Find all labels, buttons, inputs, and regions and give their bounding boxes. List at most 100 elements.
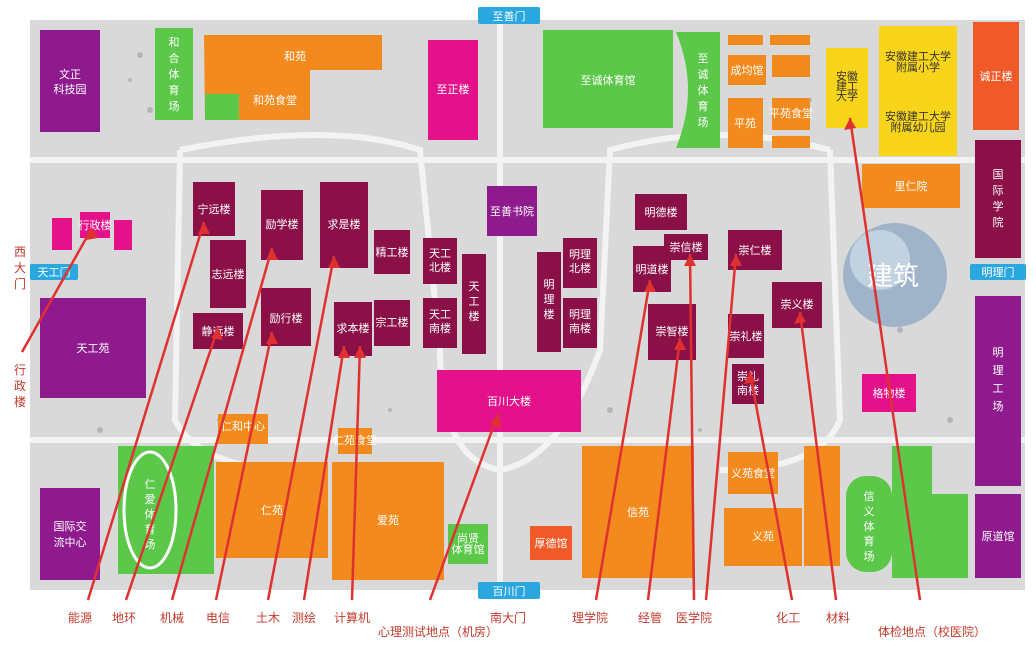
building-aiyuan[interactable] xyxy=(332,462,444,580)
block-c xyxy=(772,55,810,77)
gate-north[interactable]: 至善门 xyxy=(478,7,540,24)
building-chengjun[interactable] xyxy=(728,55,766,85)
building-renyuan-canteen[interactable] xyxy=(338,428,372,454)
label-chengzheng: 诚正楼 xyxy=(980,69,1013,83)
building-intl-college[interactable] xyxy=(975,140,1021,258)
building-chongli[interactable] xyxy=(728,314,764,358)
arrow-jisuanji xyxy=(350,345,362,601)
building-houde[interactable] xyxy=(530,526,572,560)
building-tiangong-n[interactable] xyxy=(423,238,457,284)
label-mln-1: 明理 xyxy=(569,248,591,261)
building-tiangong[interactable] xyxy=(462,254,486,354)
building-renhe-center[interactable] xyxy=(218,414,268,444)
label-renhe: 仁和中心 xyxy=(221,420,265,433)
building-xinyi-field[interactable] xyxy=(846,476,892,572)
label-zhishan-college: 至善书院 xyxy=(490,204,534,218)
label-tg-1: 天 xyxy=(469,280,480,293)
building-heyuan[interactable] xyxy=(204,35,382,120)
label-mln-2: 北楼 xyxy=(569,261,591,275)
building-qiuben[interactable] xyxy=(334,302,372,356)
building-campus-school[interactable] xyxy=(879,26,957,156)
label-zonggong: 宗工楼 xyxy=(376,315,409,329)
building-tiangong-s[interactable] xyxy=(423,298,457,348)
label-sx-1: 尚贤 xyxy=(457,531,479,545)
building-lixing[interactable] xyxy=(261,288,311,346)
label-cs-2: 附属小学 xyxy=(896,60,940,74)
bottom-label-3: 电信 xyxy=(206,611,230,625)
building-mingli-s[interactable] xyxy=(563,298,597,348)
label-wenzheng-2: 科技园 xyxy=(54,82,87,96)
building-zhicheng-field[interactable] xyxy=(676,32,720,148)
arrow-nengyuan xyxy=(86,221,206,601)
label-sx-2: 体育馆 xyxy=(452,542,485,556)
building-chongli-s[interactable] xyxy=(732,364,764,404)
building-zhishan-college[interactable] xyxy=(487,186,537,236)
label-ic-4: 院 xyxy=(993,215,1004,229)
label-ra-5: 场 xyxy=(145,537,156,551)
building-intl-exchange[interactable] xyxy=(40,488,100,580)
bottom-label-13: 材料 xyxy=(826,611,850,625)
label-wenzheng-1: 文正 xyxy=(59,67,81,81)
building-mingli[interactable] xyxy=(537,252,561,352)
label-renyuan: 仁苑 xyxy=(261,504,283,517)
building-wenzheng[interactable] xyxy=(40,30,100,132)
label-ic-1: 国 xyxy=(993,168,1004,181)
building-zonggong[interactable] xyxy=(374,300,410,346)
label-yiyuan: 义苑 xyxy=(752,530,774,543)
building-jinggong[interactable] xyxy=(374,230,410,274)
building-pingyuan[interactable] xyxy=(728,98,763,148)
track-renai xyxy=(122,450,178,570)
label-jinggong: 精工楼 xyxy=(376,245,409,259)
building-mingde[interactable] xyxy=(635,194,687,230)
label-ra-1: 仁 xyxy=(145,478,156,491)
label-xy-2: 义 xyxy=(864,505,875,518)
label-xy-4: 育 xyxy=(864,534,875,548)
building-chongxin[interactable] xyxy=(664,234,708,260)
building-yellow-small[interactable] xyxy=(826,48,868,128)
label-aiyuan: 爱苑 xyxy=(377,514,399,527)
building-xinyuan[interactable] xyxy=(582,446,694,578)
label-lixing: 励行楼 xyxy=(270,311,303,325)
gate-south-label: 百川门 xyxy=(493,584,526,598)
arrow-yixue xyxy=(688,253,696,601)
building-chengzheng[interactable] xyxy=(973,22,1019,130)
label-ys-2: 建工 xyxy=(836,79,858,93)
label-chongxin: 崇信楼 xyxy=(670,240,703,254)
building-zhicheng-gym[interactable] xyxy=(543,30,673,128)
building-qiushi[interactable] xyxy=(320,182,368,268)
building-zhiyuan[interactable] xyxy=(210,240,246,308)
building-ping-canteen[interactable] xyxy=(772,98,810,130)
building-side-b[interactable] xyxy=(114,220,132,250)
building-baichuan[interactable] xyxy=(437,370,581,432)
label-ningyuan: 宁远楼 xyxy=(198,202,231,216)
gate-south[interactable]: 百川门 xyxy=(478,582,540,599)
building-liren[interactable] xyxy=(862,164,960,208)
building-yiyuan[interactable] xyxy=(724,508,802,566)
label-tgs-2: 南楼 xyxy=(429,321,451,335)
building-yuandao[interactable] xyxy=(975,494,1021,578)
building-chongzhi[interactable] xyxy=(648,304,696,360)
label-xy-5: 场 xyxy=(864,549,875,563)
building-hehe-gym[interactable] xyxy=(155,28,193,120)
building-ningyuan[interactable] xyxy=(193,182,235,236)
label-chongli: 崇礼楼 xyxy=(730,329,763,343)
building-zhizheng[interactable] xyxy=(428,40,478,140)
label-yuandao: 原道馆 xyxy=(982,529,1015,543)
building-lixue[interactable] xyxy=(261,190,303,260)
building-tiangong-yuan[interactable] xyxy=(40,298,146,398)
gate-east[interactable]: 明理门 xyxy=(970,264,1026,280)
building-side-a[interactable] xyxy=(52,218,72,250)
block-b xyxy=(770,35,810,45)
label-kg-1: 安徽建工大学 xyxy=(885,109,951,123)
building-mingli-n[interactable] xyxy=(563,238,597,288)
label-tgn-1: 天工 xyxy=(429,247,451,260)
label-ic-3: 学 xyxy=(993,199,1004,213)
side-admin-2: 政 xyxy=(14,379,26,393)
label-chongyi: 崇义楼 xyxy=(781,297,814,311)
building-mingli-works[interactable] xyxy=(975,296,1021,486)
arrow-cehui xyxy=(302,345,346,601)
bottom-label-8: 南大门 xyxy=(490,610,526,625)
label-ys-1: 安徽 xyxy=(836,69,858,83)
label-ys-3: 大学 xyxy=(836,89,858,103)
